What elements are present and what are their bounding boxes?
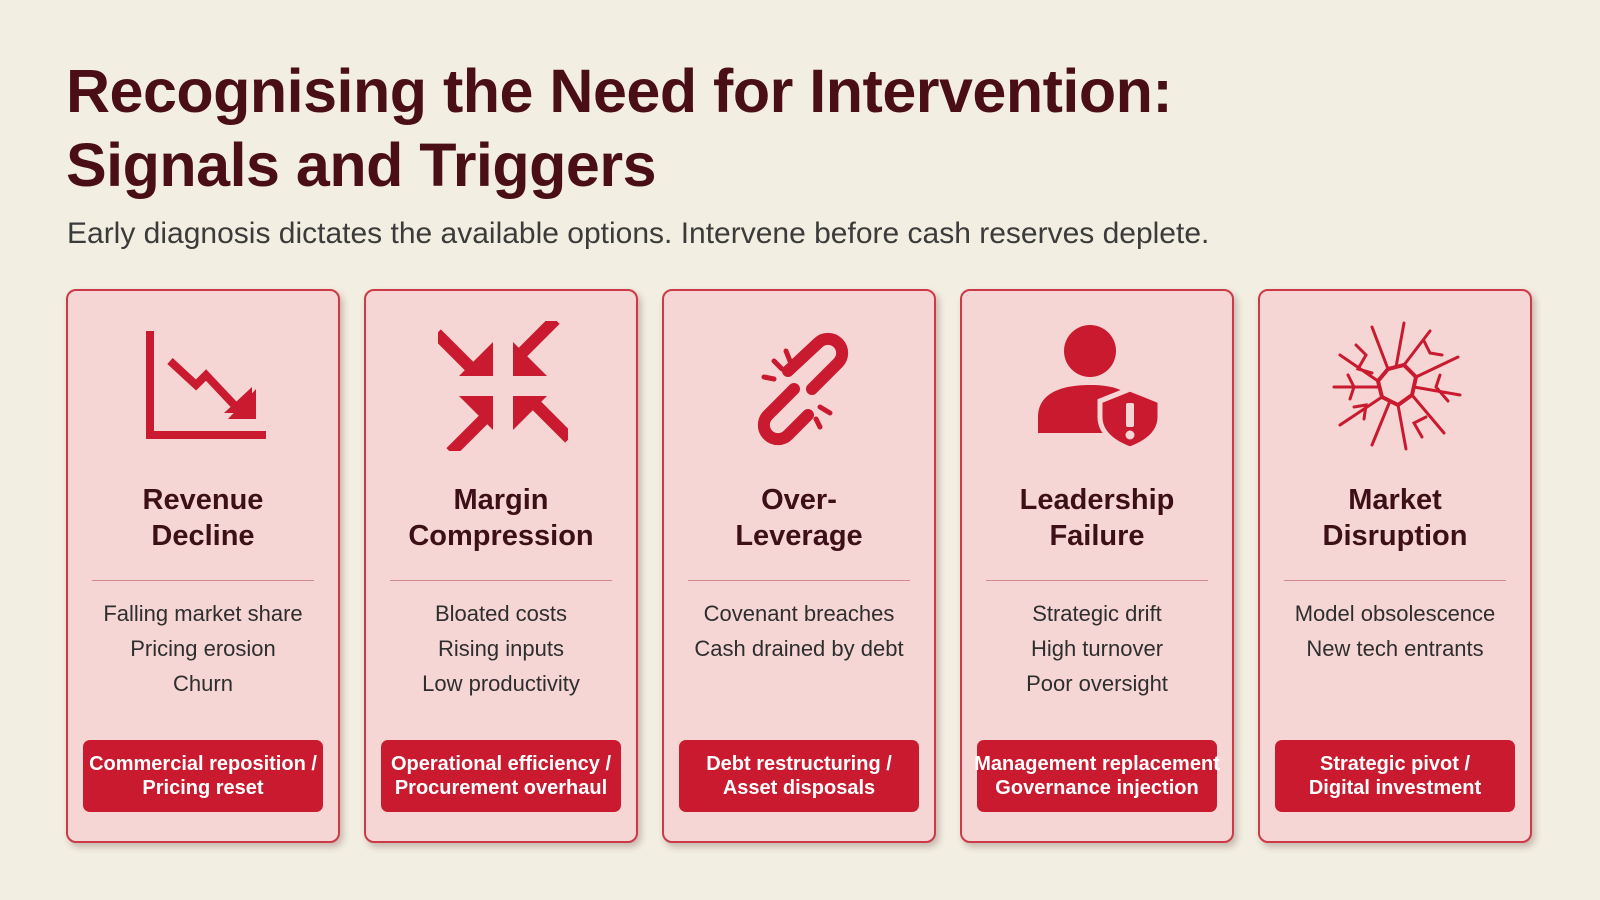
action-line-2: Governance injection: [995, 777, 1199, 799]
page-title-line-1: Recognising the Need for Intervention:: [66, 57, 1173, 125]
divider: [1284, 580, 1506, 581]
card-over-leverage: Over- Leverage Covenant breaches Cash dr…: [662, 289, 936, 843]
divider: [92, 580, 314, 581]
action-line-2: Procurement overhaul: [394, 777, 608, 799]
card-title-line-1: Market: [1348, 484, 1442, 516]
trigger-cards: Revenue Decline Falling market share Pri…: [66, 289, 1532, 843]
card-title: Over- Leverage: [664, 482, 934, 554]
card-title: Market Disruption: [1260, 482, 1530, 554]
action-badge: Operational efficiency / Procurement ove…: [381, 740, 621, 812]
signal-item: Strategic drift: [1032, 601, 1162, 626]
action-line-1: Management replacement: [974, 753, 1220, 775]
action-line-1: Debt restructuring /: [706, 753, 892, 775]
card-title-line-2: Decline: [151, 520, 255, 552]
card-leadership-failure: Leadership Failure Strategic drift High …: [960, 289, 1234, 843]
signal-item: Bloated costs: [434, 601, 568, 626]
card-title: Margin Compression: [366, 482, 636, 554]
card-title: Leadership Failure: [962, 482, 1232, 554]
action-line-1: Strategic pivot /: [1319, 753, 1471, 775]
action-line-1: Commercial reposition /: [89, 753, 317, 775]
signal-item: Covenant breaches: [703, 601, 895, 626]
divider: [986, 580, 1208, 581]
broken-chain-icon: [736, 321, 866, 451]
divider: [688, 580, 910, 581]
signal-list: Covenant breaches Cash drained by debt: [664, 596, 934, 666]
card-margin-compression: Margin Compression Bloated costs Rising …: [364, 289, 638, 843]
action-line-2: Pricing reset: [142, 777, 264, 799]
divider: [390, 580, 612, 581]
action-badge: Strategic pivot / Digital investment: [1275, 740, 1515, 812]
card-revenue-decline: Revenue Decline Falling market share Pri…: [66, 289, 340, 843]
card-title-line-1: Over-: [761, 484, 837, 516]
card-title: Revenue Decline: [68, 482, 338, 554]
action-line-2: Digital investment: [1308, 777, 1482, 799]
signal-item: Rising inputs: [438, 636, 564, 661]
signal-item: Low productivity: [422, 671, 580, 696]
compress-arrows-icon: [438, 321, 568, 451]
card-title-line-1: Margin: [453, 484, 549, 516]
signal-list: Falling market share Pricing erosion Chu…: [68, 596, 338, 701]
action-badge: Commercial reposition / Pricing reset: [83, 740, 323, 812]
card-title-line-2: Leverage: [735, 520, 863, 552]
page-subtitle: Early diagnosis dictates the available o…: [67, 217, 1210, 250]
signal-item: Poor oversight: [1026, 671, 1168, 696]
action-line-1: Operational efficiency /: [390, 753, 612, 775]
user-shield-alert-icon: [1034, 321, 1164, 451]
signal-item: Churn: [173, 671, 233, 696]
signal-item: Model obsolescence: [1294, 601, 1496, 626]
action-line-2: Asset disposals: [722, 777, 876, 799]
signal-item: Pricing erosion: [130, 636, 276, 661]
card-title-line-2: Failure: [1049, 520, 1145, 552]
signal-item: New tech entrants: [1306, 636, 1484, 661]
signal-list: Bloated costs Rising inputs Low producti…: [366, 596, 636, 701]
action-badge: Debt restructuring / Asset disposals: [679, 740, 919, 812]
page-title-line-2: Signals and Triggers: [66, 131, 657, 199]
card-market-disruption: Market Disruption Model obsolescence New…: [1258, 289, 1532, 843]
shattered-glass-icon: [1332, 321, 1462, 451]
signal-item: Falling market share: [103, 601, 303, 626]
declining-chart-icon: [140, 321, 270, 451]
page-title: Recognising the Need for Intervention: S…: [66, 54, 1466, 202]
signal-item: Cash drained by debt: [694, 636, 904, 661]
card-title-line-2: Compression: [408, 520, 594, 552]
action-badge: Management replacement Governance inject…: [974, 740, 1220, 812]
signal-list: Model obsolescence New tech entrants: [1260, 596, 1530, 666]
signal-item: High turnover: [1030, 636, 1164, 661]
card-title-line-1: Leadership: [1019, 484, 1175, 516]
card-title-line-1: Revenue: [142, 484, 264, 516]
signal-list: Strategic drift High turnover Poor overs…: [962, 596, 1232, 701]
card-title-line-2: Disruption: [1322, 520, 1468, 552]
